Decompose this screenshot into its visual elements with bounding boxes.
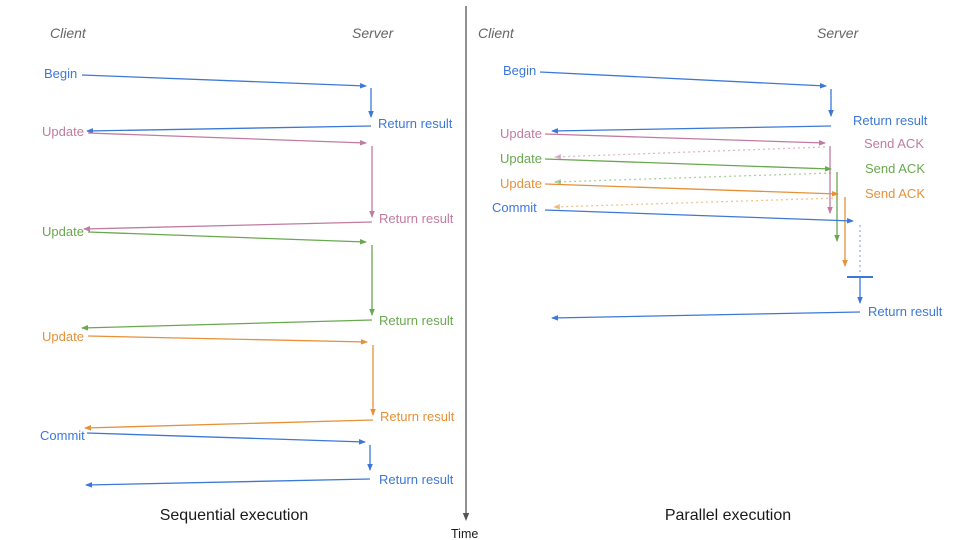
step-label: Update <box>500 151 542 166</box>
step-label: Update <box>42 124 84 139</box>
result-label: Return result <box>379 211 454 226</box>
request-line <box>544 183 839 197</box>
request-line <box>87 231 367 245</box>
ack-dotted-line <box>554 172 832 185</box>
request-line <box>86 432 366 445</box>
result-label: Return result <box>379 472 454 487</box>
client-column-header: Client <box>50 25 87 41</box>
step-label: Begin <box>503 63 536 78</box>
step-update-3: Update Return result <box>42 329 455 431</box>
step-update-3: Update Send ACK <box>500 176 925 267</box>
sequential-title: Sequential execution <box>160 507 309 524</box>
step-label: Update <box>42 224 84 239</box>
return-line <box>85 478 371 488</box>
request-line <box>544 158 832 172</box>
step-label: Update <box>500 176 542 191</box>
step-label: Begin <box>44 66 77 81</box>
step-commit: Commit Return result <box>40 428 454 488</box>
request-line <box>544 133 826 146</box>
request-line <box>87 132 367 146</box>
ack-dotted-line <box>554 146 826 160</box>
ack-dotted-line <box>553 197 839 210</box>
server-column-header: Server <box>817 25 860 41</box>
parallel-diagram: Client Server Begin Return result Update… <box>478 25 943 524</box>
time-axis-label: Time <box>451 527 478 540</box>
result-label: Return result <box>379 313 454 328</box>
return-line <box>551 125 832 134</box>
request-line <box>539 71 827 89</box>
step-label: Update <box>42 329 84 344</box>
step-label: Commit <box>492 200 537 215</box>
request-line <box>544 209 854 224</box>
step-begin: Begin Return result <box>44 66 453 134</box>
step-update-1: Update Send ACK <box>500 126 924 214</box>
result-label: Return result <box>378 116 453 131</box>
step-commit: Commit Return result <box>492 200 943 321</box>
return-line <box>84 419 374 431</box>
step-begin: Begin Return result <box>503 63 928 134</box>
time-axis: Time <box>451 6 478 540</box>
result-label: Send ACK <box>864 136 924 151</box>
return-line <box>81 319 373 331</box>
request-line <box>81 74 367 89</box>
sequential-diagram: Client Server Begin Return result Update… <box>40 25 455 524</box>
client-column-header: Client <box>478 25 515 41</box>
server-column-header: Server <box>352 25 395 41</box>
return-line <box>83 221 373 232</box>
result-label: Send ACK <box>865 186 925 201</box>
result-label: Return result <box>853 113 928 128</box>
step-update-2: Update Return result <box>42 224 454 331</box>
return-line <box>551 311 861 321</box>
result-label: Return result <box>380 409 455 424</box>
step-update-2: Update Send ACK <box>500 151 925 242</box>
step-label: Update <box>500 126 542 141</box>
result-label: Send ACK <box>865 161 925 176</box>
return-line <box>86 125 372 134</box>
parallel-title: Parallel execution <box>665 507 791 524</box>
step-update-1: Update Return result <box>42 124 454 232</box>
request-line <box>87 335 368 345</box>
step-label: Commit <box>40 428 85 443</box>
result-label: Return result <box>868 304 943 319</box>
